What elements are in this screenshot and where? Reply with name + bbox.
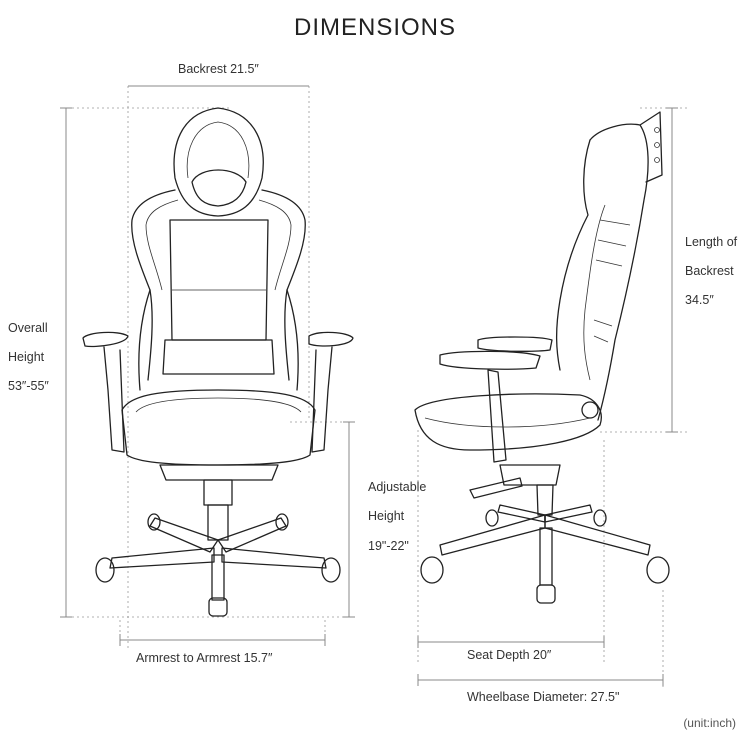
front-dimension-lines xyxy=(60,85,355,646)
backrest-length-label-line1: Length of xyxy=(685,235,738,249)
overall-height-label-line2: Height xyxy=(8,350,45,364)
backrest-width-label: Backrest 21.5″ xyxy=(178,62,259,76)
overall-height-label-line3: 53″-55″ xyxy=(8,379,49,393)
side-chair-drawing xyxy=(414,111,670,604)
adjustable-height-label-line3: 19"-22" xyxy=(368,539,409,553)
backrest-length-label-line2: Backrest xyxy=(685,264,734,278)
page-title: DIMENSIONS xyxy=(293,14,456,41)
side-dimension-lines xyxy=(417,107,678,686)
overall-height-label-line1: Overall xyxy=(8,321,48,335)
wheelbase-diameter-label: Wheelbase Diameter: 27.5" xyxy=(467,690,620,704)
backrest-length-label-line3: 34.5″ xyxy=(685,293,714,307)
seat-depth-label: Seat Depth 20″ xyxy=(467,648,552,662)
adjustable-height-label-line1: Adjustable xyxy=(368,480,427,494)
adjustable-height-label-line2: Height xyxy=(368,509,405,523)
front-chair-drawing xyxy=(82,107,354,617)
unit-note: (unit:inch) xyxy=(683,716,736,730)
side-guide-lines xyxy=(417,107,690,690)
armrest-to-armrest-label: Armrest to Armrest 15.7″ xyxy=(136,651,273,665)
